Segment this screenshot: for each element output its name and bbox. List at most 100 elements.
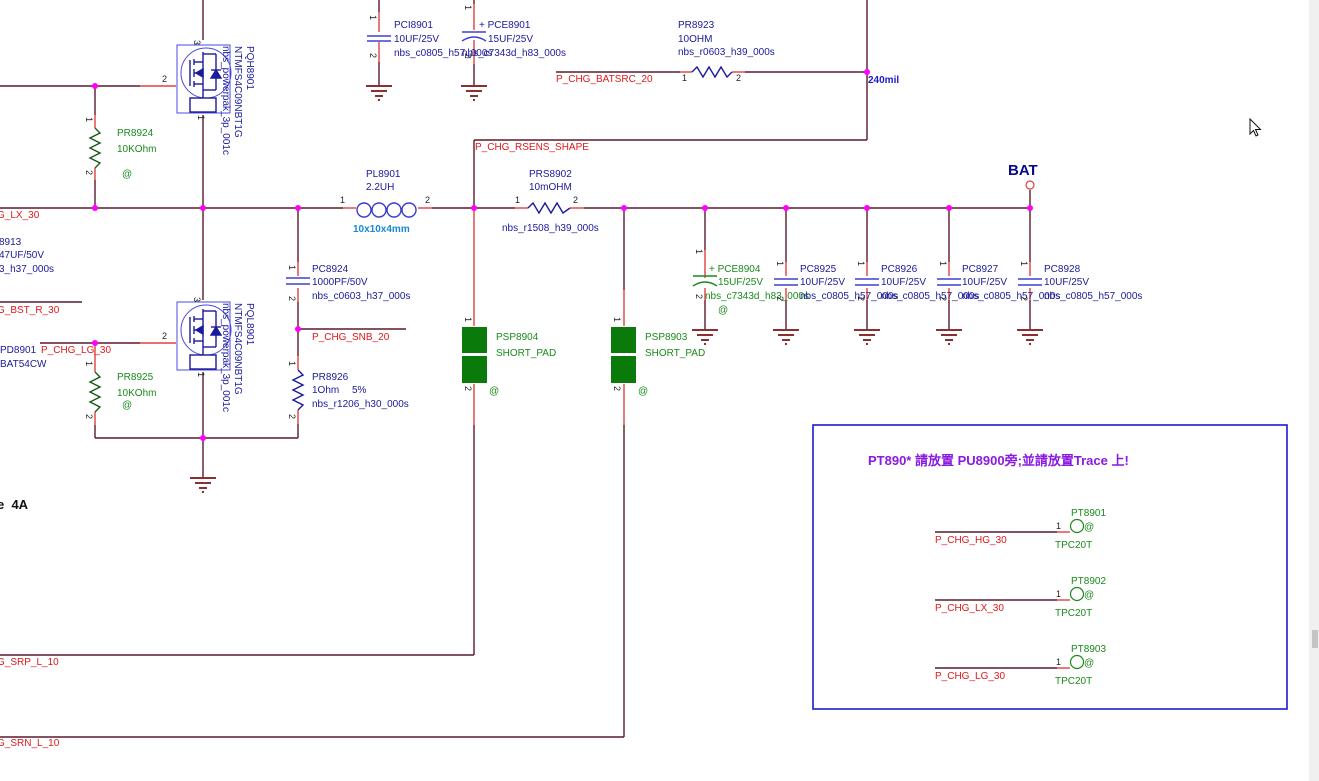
pin-number: 2 bbox=[573, 195, 578, 205]
component-footprint: nbs_r1508_h39_000s bbox=[502, 223, 599, 234]
capacitor-pc8927[interactable]: 1 2 PC8927 10UF/25V nbs_c0805_h57_000s bbox=[937, 261, 1060, 302]
resistor-icon bbox=[291, 369, 305, 411]
net-label[interactable]: P_CHG_SNB_20 bbox=[312, 332, 390, 343]
pin-number: 1 bbox=[84, 361, 94, 366]
capacitor-pc8924[interactable]: 1 2 PC8924 1000PF/50V nbs_c0603_h37_000s bbox=[286, 264, 410, 302]
pin-number: 1 bbox=[612, 317, 622, 322]
pin-number: 1 bbox=[368, 15, 378, 20]
resistor-pr8923[interactable]: 1 2 PR8923 10OHM nbs_r0603_h39_000s bbox=[678, 20, 775, 83]
component-value: 2.2UH bbox=[366, 182, 394, 193]
short-pad-psp8904[interactable]: 1 2 PSP8904 SHORT_PAD @ bbox=[462, 317, 556, 397]
capacitor-icon bbox=[367, 35, 391, 42]
vertical-scrollbar[interactable] bbox=[1309, 0, 1319, 781]
component-value: 10UF/25V bbox=[962, 277, 1007, 288]
mouse-cursor-icon bbox=[1249, 118, 1262, 137]
capacitor-pci8901[interactable]: 1 2 PCI8901 10UF/25V nbs_c0805_h57_000s bbox=[367, 15, 492, 59]
pin-number: 2 bbox=[775, 296, 785, 301]
net-label[interactable]: G_BST_R_30 bbox=[0, 305, 60, 316]
testpoint-part: TPC20T bbox=[1055, 676, 1092, 687]
pin-number: 1 bbox=[775, 261, 785, 266]
component-ref: PC8924 bbox=[312, 264, 349, 275]
pin-number: 2 bbox=[938, 296, 948, 301]
capacitor-pc8928[interactable]: 1 2 PC8928 10UF/25V nbs_c0805_h57_000s bbox=[1018, 261, 1142, 302]
mosfet-icon bbox=[189, 52, 223, 113]
capacitor-pc8926[interactable]: 1 2 PC8926 10UF/25V nbs_c0805_h57_000s bbox=[855, 261, 979, 302]
assembly-mark: @ bbox=[1084, 590, 1094, 601]
mosfet-pql8901[interactable]: 3 2 1 PQL8901 NTMFS4C09NBT1G nbs_powerpa… bbox=[162, 297, 255, 412]
component-ref: PL8901 bbox=[366, 169, 401, 180]
testpoint-pt8901[interactable]: P_CHG_HG_30 1 PT8901 @ TPC20T bbox=[935, 508, 1106, 551]
testpoint-ref: PT8903 bbox=[1071, 644, 1106, 655]
mosfet-pqh8901[interactable]: 3 2 1 PQH8901 NTMFS4C09NBT1G nbs_powerpa… bbox=[162, 40, 255, 155]
junctions bbox=[92, 69, 1033, 441]
component-value: 10UF/25V bbox=[394, 34, 439, 45]
pin-number: 2 bbox=[694, 294, 704, 299]
resistor-pr8925[interactable]: 1 2 PR8925 10KOhm @ bbox=[84, 361, 156, 419]
component-value: 10KOhm bbox=[117, 144, 156, 155]
component-ref: 8913 bbox=[0, 237, 22, 248]
pin-number: 1 bbox=[287, 265, 297, 270]
component-ref: PC8927 bbox=[962, 264, 999, 275]
component-value: SHORT_PAD bbox=[496, 348, 556, 359]
pin-number: 2 bbox=[463, 53, 473, 58]
resistor-prs8902[interactable]: 1 2 PRS8902 10mOHM nbs_r1508_h39_000s bbox=[502, 169, 599, 234]
resistor-pr8926[interactable]: 1 2 PR8926 1Ohm 5% nbs_r1206_h30_000s bbox=[287, 361, 409, 419]
pin-number: 1 bbox=[1019, 261, 1029, 266]
short-pad-psp8903[interactable]: 1 2 PSP8903 SHORT_PAD @ bbox=[611, 317, 705, 397]
capacitor-pce8904[interactable]: 1 2 + PCE8904 15UF/25V nbs_c7343d_h83_00… bbox=[692, 249, 809, 316]
capacitor-pce8901[interactable]: 1 2 + PCE8901 15UF/25V nbs_c7343d_h83_00… bbox=[461, 5, 566, 59]
net-label[interactable]: P_CHG_LG_30 bbox=[41, 345, 111, 356]
pin-number: 2 bbox=[84, 414, 94, 419]
pin-number: 1 bbox=[463, 317, 473, 322]
resistor-icon bbox=[88, 127, 102, 169]
pin-number: 1 bbox=[1056, 521, 1061, 531]
component-footprint: nbs_powerpak_3p_001c bbox=[220, 303, 231, 412]
pin-number: 1 bbox=[463, 5, 473, 10]
component-value: 15UF/25V bbox=[718, 277, 763, 288]
pin-number: 1 bbox=[340, 195, 345, 205]
ground-icon bbox=[854, 329, 880, 345]
net-label[interactable]: P_CHG_BATSRC_20 bbox=[556, 74, 653, 85]
ground-icon bbox=[936, 329, 962, 345]
pin-number: 2 bbox=[162, 74, 167, 84]
testpoint-pt8902[interactable]: P_CHG_LX_30 1 PT8902 @ TPC20T bbox=[935, 576, 1106, 619]
pin-number: 1 bbox=[196, 115, 206, 120]
component-ref: PR8924 bbox=[117, 128, 154, 139]
ground-icon bbox=[366, 85, 392, 101]
testpoint-pt8903[interactable]: P_CHG_LG_30 1 PT8903 @ TPC20T bbox=[935, 644, 1106, 687]
component-ref: PR8923 bbox=[678, 20, 715, 31]
component-value: 15UF/25V bbox=[488, 34, 533, 45]
component-value: 10OHM bbox=[678, 34, 712, 45]
component-footprint: nbs_c0805_h57_000s bbox=[394, 48, 492, 59]
power-port-bat[interactable]: BAT bbox=[1008, 162, 1038, 190]
assembly-mark: @ bbox=[1084, 658, 1094, 669]
assembly-mark: @ bbox=[638, 386, 648, 397]
pin-number: 1 bbox=[938, 261, 948, 266]
net-label[interactable]: G_SRN_L_10 bbox=[0, 738, 60, 749]
testpoint-note-box: PT890* 請放置 PU8900旁;並請放置Trace 上! P_CHG_HG… bbox=[812, 424, 1288, 710]
pin-number: 2 bbox=[463, 386, 473, 391]
testpoint-ref: PT8902 bbox=[1071, 576, 1106, 587]
diode-part: BAT54CW bbox=[0, 359, 47, 370]
net-label: P_CHG_LG_30 bbox=[935, 671, 1005, 682]
testpoint-part: TPC20T bbox=[1055, 608, 1092, 619]
net-label[interactable]: P_CHG_RSENS_SHAPE bbox=[475, 142, 589, 153]
component-value: 1Ohm bbox=[312, 385, 339, 396]
component-part: NTMFS4C09NBT1G bbox=[232, 46, 243, 138]
net-label[interactable]: G_LX_30 bbox=[0, 210, 40, 221]
pin-number: 1 bbox=[1056, 589, 1061, 599]
component-ref: PCI8901 bbox=[394, 20, 433, 31]
component-value: SHORT_PAD bbox=[645, 348, 705, 359]
pin-number: 2 bbox=[1019, 296, 1029, 301]
capacitor-pc8925[interactable]: 1 2 PC8925 10UF/25V nbs_c0805_h57_000s bbox=[774, 261, 898, 302]
net-label[interactable]: G_SRP_L_10 bbox=[0, 657, 59, 668]
scrollbar-thumb[interactable] bbox=[1312, 630, 1318, 648]
diode-ref: PD8901 bbox=[0, 345, 37, 356]
placement-note: PT890* 請放置 PU8900旁;並請放置Trace 上! bbox=[868, 453, 1129, 468]
resistor-pr8924[interactable]: 1 2 PR8924 10KOhm @ bbox=[84, 117, 156, 180]
pin-number: 2 bbox=[425, 195, 430, 205]
inductor-pl8901[interactable]: 1 2 PL8901 2.2UH 10x10x4mm bbox=[340, 169, 430, 235]
testpoint-icon bbox=[1069, 586, 1085, 602]
component-footprint: nbs_c0603_h37_000s bbox=[312, 291, 410, 302]
